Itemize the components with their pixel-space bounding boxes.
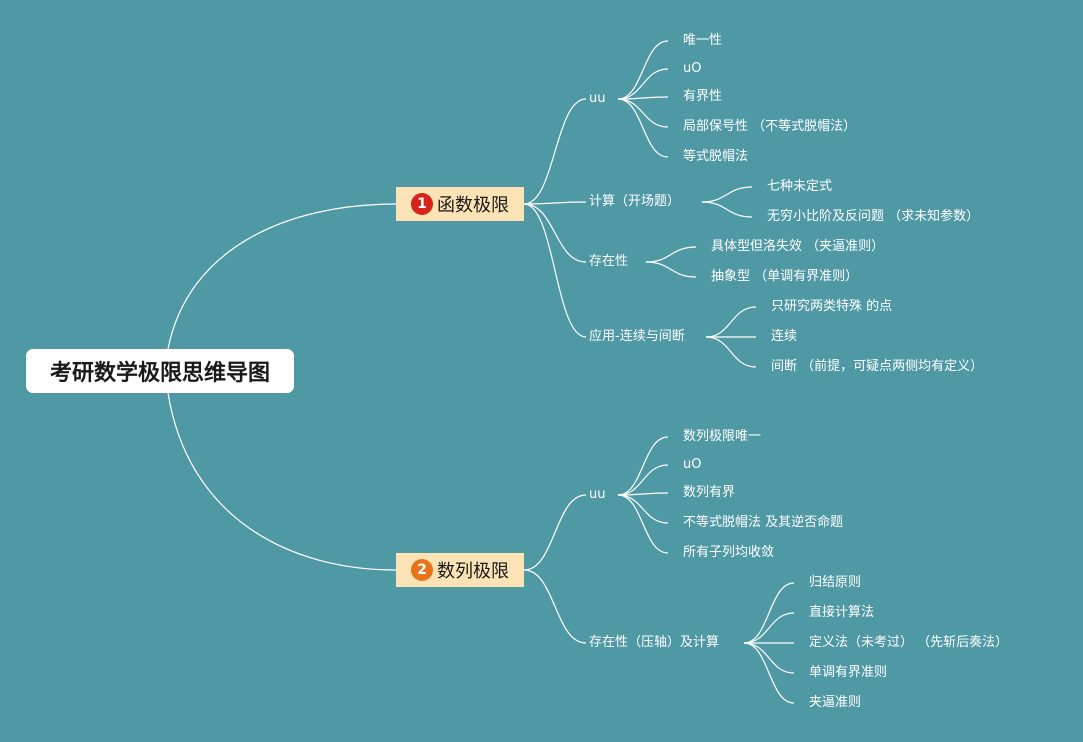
leaf-infinitesimal-order[interactable]: 无穷小比阶及反问题 （求未知参数）: [767, 209, 980, 224]
fan-b1-continuity-2-line: [705, 336, 757, 368]
topic-continuity[interactable]: 应用-连续与间断: [589, 329, 685, 344]
leaf-seq-unique[interactable]: 数列极限唯一: [683, 429, 762, 444]
leaf-equality-method[interactable]: 等式脱帽法: [683, 149, 749, 164]
fan-b2-props-0-line: [617, 436, 669, 496]
leaf-seq-uo[interactable]: uO: [683, 457, 702, 472]
fan-b2-props-4-line: [617, 494, 669, 554]
root-to-branch-1-line: [167, 203, 397, 350]
fan-b2-existence-4-line: [743, 642, 795, 704]
branch-function-limit[interactable]: 1 函数极限: [396, 187, 524, 221]
leaf-seq-monotone[interactable]: 单调有界准则: [809, 665, 888, 680]
branch-1-sub-1-line: [523, 98, 587, 205]
leaf-seq-squeeze[interactable]: 夹逼准则: [809, 695, 862, 710]
leaf-boundedness[interactable]: 有界性: [683, 89, 723, 104]
topic-computation[interactable]: 计算（开场题）: [589, 194, 681, 209]
topic-existence[interactable]: 存在性: [589, 254, 629, 269]
leaf-monotone-bounded[interactable]: 抽象型 （单调有界准则）: [711, 269, 859, 284]
fan-b1-continuity-0-line: [705, 306, 757, 338]
branch-2-sub-1-line: [523, 494, 587, 571]
fan-b1-props-1-line: [617, 68, 669, 100]
fan-b1-existence-1-line: [645, 261, 697, 278]
topic-seq-properties[interactable]: uu: [589, 487, 606, 502]
branch-1-sub-2-line: [523, 201, 587, 205]
fan-b1-compute-0-line: [701, 186, 753, 203]
root-to-branch-2-line: [167, 392, 397, 571]
fan-b2-props-1-line: [617, 464, 669, 496]
branch-sequence-limit[interactable]: 2 数列极限: [396, 553, 524, 587]
leaf-heine[interactable]: 归结原则: [809, 575, 862, 590]
fan-b1-props-0-line: [617, 40, 669, 100]
fan-b2-existence-0-line: [743, 582, 795, 644]
fan-b1-existence-0-line: [645, 246, 697, 263]
number-2-badge: 2: [411, 559, 433, 581]
branch-1-sub-4-line: [523, 203, 587, 338]
fan-b2-existence-3-line: [743, 642, 795, 674]
leaf-uo[interactable]: uO: [683, 61, 702, 76]
leaf-definition-method[interactable]: 定义法（未考过） （先斩后奏法）: [809, 635, 1009, 650]
fan-b2-props-3-line: [617, 494, 669, 524]
leaf-seq-inequality[interactable]: 不等式脱帽法 及其逆否命题: [683, 515, 844, 530]
branch-title: 函数极限: [437, 195, 509, 216]
leaf-discontinuity[interactable]: 间断 （前提，可疑点两侧均有定义）: [771, 359, 984, 374]
branch-1-sub-3-line: [523, 203, 587, 263]
root-topic[interactable]: 考研数学极限思维导图: [26, 349, 294, 393]
leaf-local-sign[interactable]: 局部保号性 （不等式脱帽法）: [683, 119, 857, 134]
leaf-direct-compute[interactable]: 直接计算法: [809, 605, 875, 620]
root-title: 考研数学极限思维导图: [49, 361, 270, 386]
leaf-uniqueness[interactable]: 唯一性: [683, 33, 723, 48]
topic-seq-existence[interactable]: 存在性（压轴）及计算: [589, 635, 720, 650]
fan-b1-compute-1-line: [701, 201, 753, 218]
leaf-squeeze[interactable]: 具体型但洛失效 （夹逼准则）: [711, 239, 885, 254]
leaf-seq-bounded[interactable]: 数列有界: [683, 485, 736, 500]
branch-title: 数列极限: [437, 561, 509, 582]
leaf-continuous[interactable]: 连续: [771, 329, 798, 344]
leaf-subsequences[interactable]: 所有子列均收敛: [683, 545, 775, 560]
fan-b1-props-3-line: [617, 98, 669, 128]
fan-b2-existence-1-line: [743, 612, 795, 644]
leaf-indeterminate-forms[interactable]: 七种未定式: [767, 179, 833, 194]
branch-2-sub-2-line: [523, 569, 587, 644]
fan-b1-props-4-line: [617, 98, 669, 158]
leaf-special-points[interactable]: 只研究两类特殊 的点: [771, 299, 893, 314]
topic-properties[interactable]: uu: [589, 91, 606, 106]
number-1-badge: 1: [411, 193, 433, 215]
